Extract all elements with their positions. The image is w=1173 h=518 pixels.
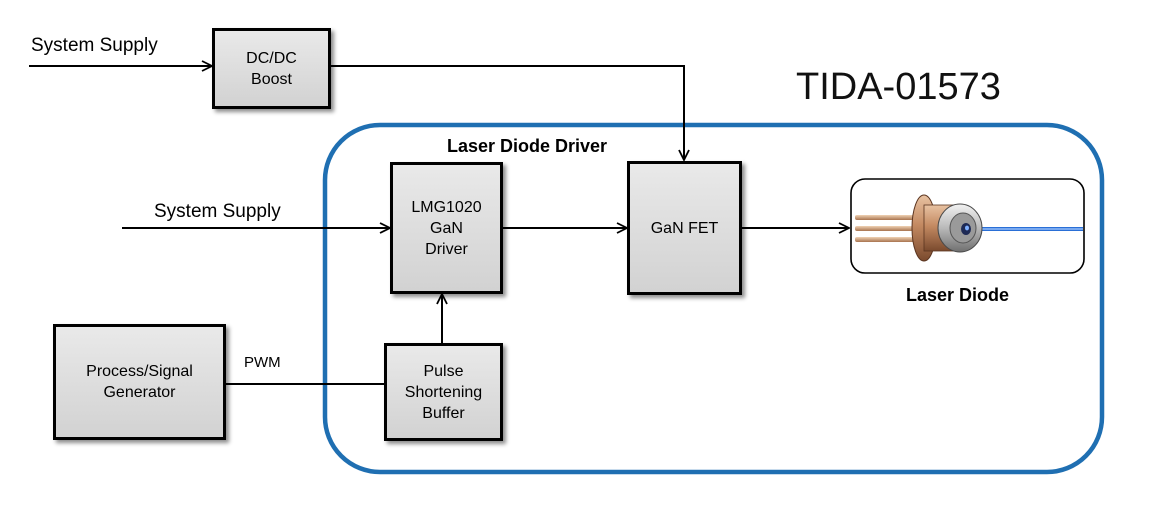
laser-diode-label: Laser Diode xyxy=(906,285,1010,305)
laser-diode-driver-group xyxy=(322,122,1105,475)
pulse-shortening-buffer-block: Pulse Shortening Buffer xyxy=(384,343,503,441)
wire-dcdc-to-gan xyxy=(331,65,684,160)
lmg1020-driver-block: LMG1020 GaN Driver xyxy=(390,162,503,294)
pwm-label: PWM xyxy=(244,354,281,371)
process-signal-generator-block: Process/Signal Generator xyxy=(53,324,226,440)
laser-diode-icon xyxy=(855,194,1083,262)
group-label: Laser Diode Driver xyxy=(447,136,608,156)
gan-fet-block: GaN FET xyxy=(627,161,742,295)
diagram-title: TIDA-01573 xyxy=(796,66,1001,108)
dcdc-boost-block: DC/DC Boost xyxy=(212,28,331,109)
system-supply-label-top: System Supply xyxy=(31,35,158,56)
system-supply-label-mid: System Supply xyxy=(154,201,281,222)
